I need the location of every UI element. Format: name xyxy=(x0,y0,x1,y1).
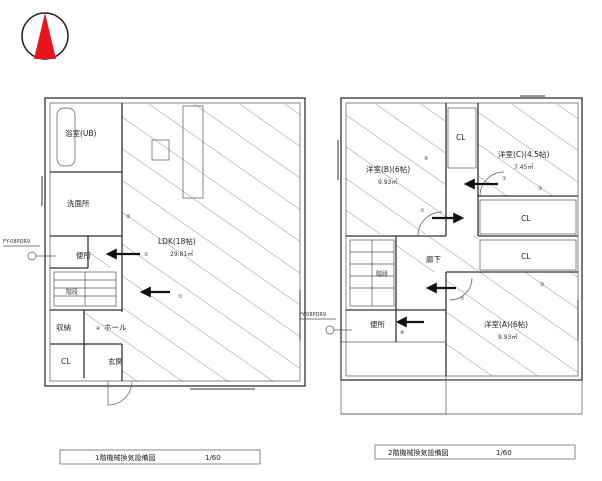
marker-1: ① xyxy=(420,208,425,214)
stairs-label: 階段 xyxy=(66,288,78,296)
caption-2f-scale: 1/60 xyxy=(496,449,512,457)
marker-1: ① xyxy=(178,294,183,300)
floor-1-plan: 浴室(UB) 洗面所 LDK(18帖) 29.81㎡ 便所 階段 収納 ホール … xyxy=(3,97,306,406)
north-arrow-icon xyxy=(21,12,69,60)
closet-low-label: CL xyxy=(521,252,531,261)
bath-label: 浴室(UB) xyxy=(65,128,97,138)
floor-2-plan: 洋室(B)(6帖) 9.93㎡ 洋室(C)(4.5帖) 7.45㎡ 洋室(A)(… xyxy=(299,95,583,415)
stairs-2f-label: 階段 xyxy=(376,270,388,278)
caption-2f-title: 2階機械換気設備図 xyxy=(388,448,448,457)
marker-3: ③ xyxy=(540,282,544,288)
ldk-name-label: LDK(18帖) xyxy=(158,236,196,246)
corridor-hatch xyxy=(396,236,478,272)
room-c-name-label: 洋室(C)(4.5帖) xyxy=(498,149,549,159)
marker-4: ④ xyxy=(96,326,101,332)
hall-label: ホール xyxy=(104,323,127,332)
caption-1f-title: 1階機械換気設備図 xyxy=(95,453,155,462)
ldk-hatch xyxy=(122,104,300,382)
marker-1: ① xyxy=(502,176,507,182)
marker-1: ① xyxy=(460,296,465,302)
closet-top-label: CL xyxy=(456,133,466,142)
ldk-area-label: 29.81㎡ xyxy=(170,250,193,258)
room-a-hatch xyxy=(446,272,578,376)
room-b-area-label: 9.93㎡ xyxy=(378,178,397,186)
caption-1f-scale: 1/60 xyxy=(205,454,221,462)
room-a-name-label: 洋室(A)(6帖) xyxy=(484,319,528,329)
toilet-2f-label: 便所 xyxy=(370,319,385,329)
room-c-hatch xyxy=(478,104,578,196)
caption-floor-2: 2階機械換気設備図 1/60 xyxy=(374,444,576,460)
toilet-label: 便所 xyxy=(76,250,91,260)
closet-label: CL xyxy=(61,357,71,366)
corridor-label: 廊下 xyxy=(426,254,441,264)
vent-hood-icon xyxy=(27,251,37,261)
marker-4: ④ xyxy=(400,330,405,336)
caption-floor-1: 1階機械換気設備図 1/60 xyxy=(59,449,261,465)
room-b-name-label: 洋室(B)(6帖) xyxy=(366,164,410,174)
marker-2: ② xyxy=(126,214,131,220)
marker-1: ① xyxy=(144,252,149,258)
vent-tag-2f: FY-08PDR9 xyxy=(299,312,326,318)
closet-mid-label: CL xyxy=(521,214,531,223)
storage-label: 収納 xyxy=(56,322,71,332)
vent-tag-1f: FY-08PDR9 xyxy=(3,239,30,245)
room-b-hatch xyxy=(346,104,446,234)
marker-5: ⑤ xyxy=(424,156,428,162)
room-a-area-label: 9.93㎡ xyxy=(498,333,517,341)
marker-3: ③ xyxy=(538,186,542,192)
vent-hood-icon xyxy=(325,325,335,335)
room-c-area-label: 7.45㎡ xyxy=(514,163,533,171)
washroom-label: 洗面所 xyxy=(67,198,90,208)
entrance-label: 玄関 xyxy=(108,356,123,366)
